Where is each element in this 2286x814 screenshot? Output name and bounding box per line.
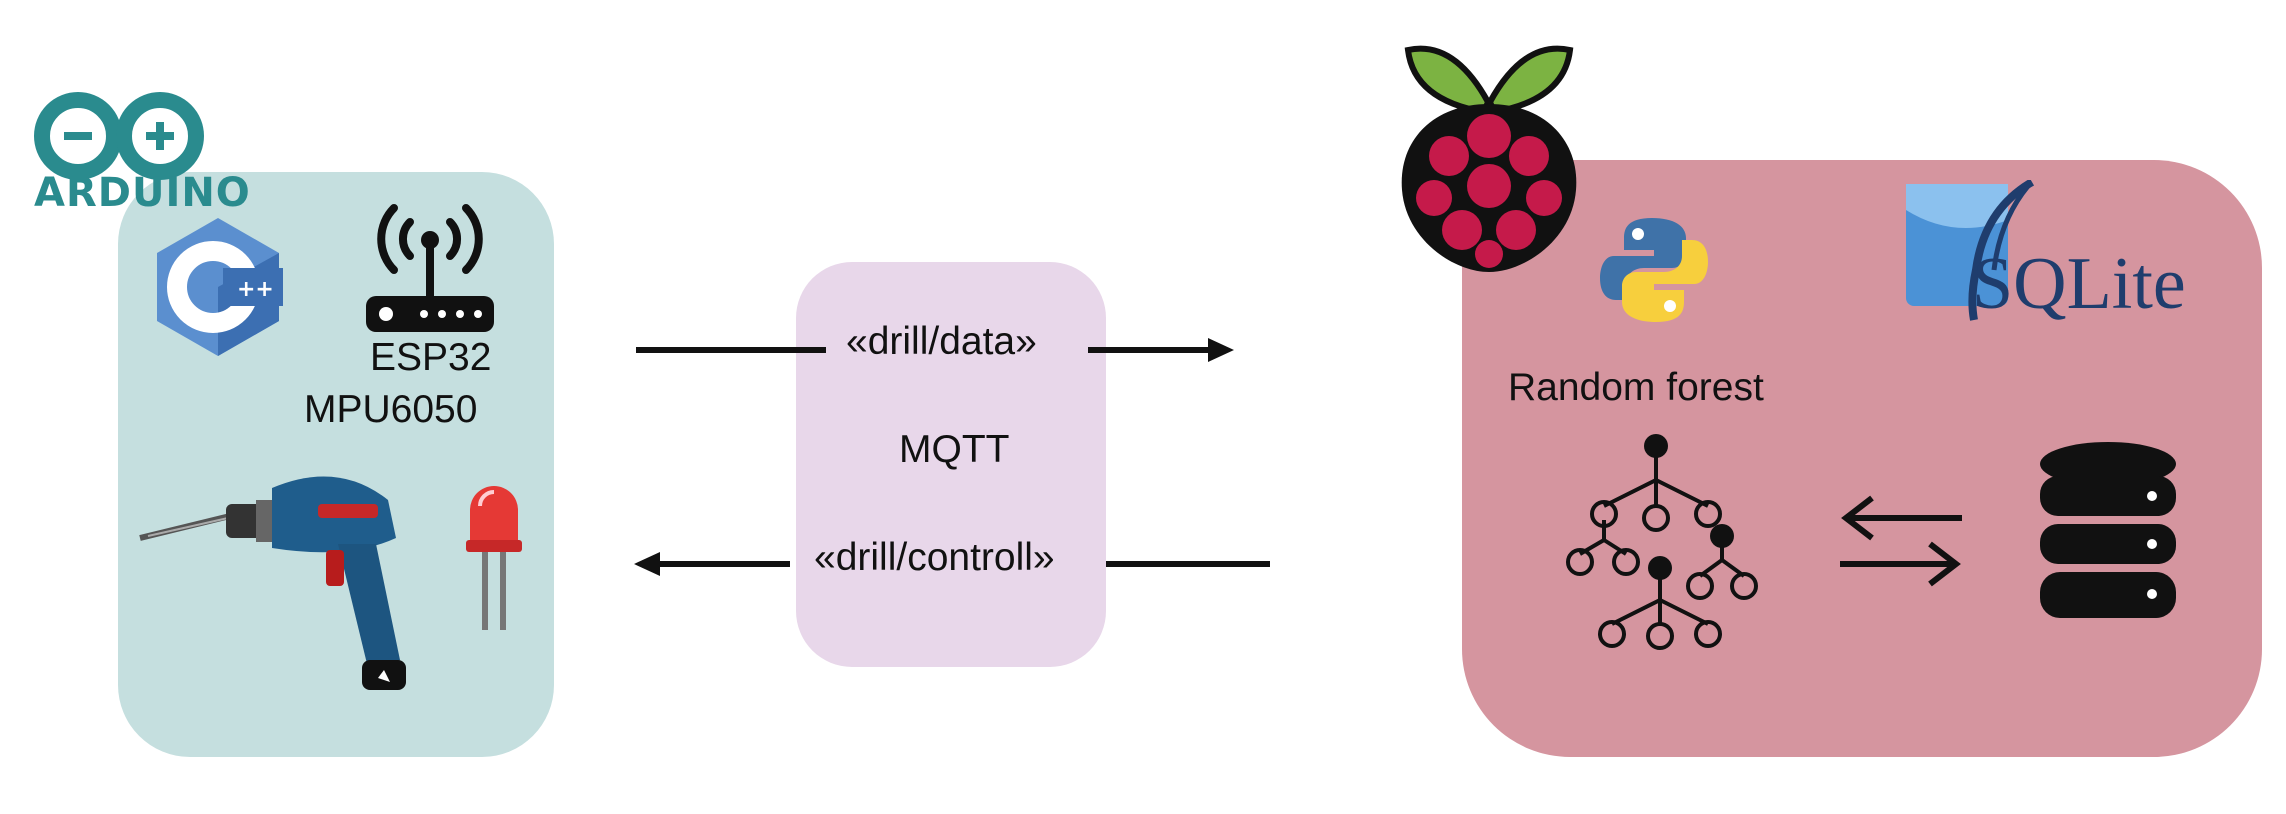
sqlite-wordmark: SQLite [1972, 243, 2186, 325]
decision-tree-icon [1566, 434, 1758, 650]
router-icon [366, 204, 494, 332]
mqtt-label: MQTT [899, 428, 1010, 471]
esp32-label: ESP32 [370, 336, 492, 379]
arduino-icon [34, 92, 204, 180]
svg-text:++: ++ [237, 277, 274, 302]
exchange-arrows-icon [1840, 495, 1962, 587]
mpu6050-label: MPU6050 [304, 388, 478, 431]
topic-drill-data: «drill/data» [846, 320, 1037, 363]
raspberry-pi-icon [1401, 45, 1577, 272]
python-icon [1600, 218, 1708, 322]
arduino-wordmark: ARDUINO [34, 170, 251, 216]
led-icon [466, 486, 522, 630]
cpp-icon: ++ [157, 218, 283, 356]
mqtt-broker-panel [796, 262, 1106, 667]
subscribe-arrow [634, 552, 1270, 576]
random-forest-label: Random forest [1508, 366, 1764, 409]
topic-drill-controll: «drill/controll» [814, 536, 1055, 579]
publish-arrow [636, 338, 1234, 362]
drill-icon [139, 476, 406, 690]
database-icon [2040, 442, 2176, 618]
sqlite-icon [1906, 180, 2035, 321]
